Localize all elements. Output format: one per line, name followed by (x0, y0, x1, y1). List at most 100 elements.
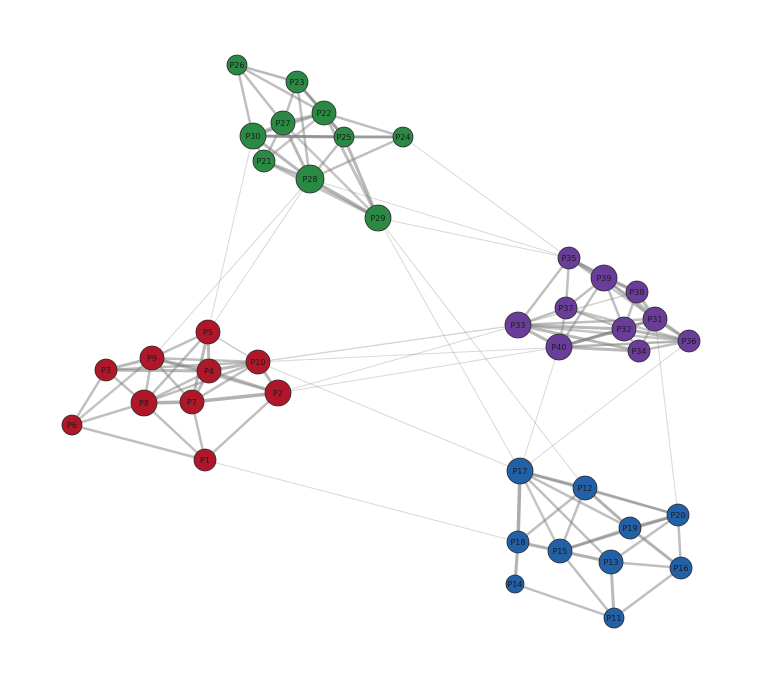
node-circle[interactable] (364, 204, 392, 232)
node-circle[interactable] (625, 280, 649, 304)
node-p22[interactable]: P22 (311, 100, 337, 126)
node-circle[interactable] (196, 358, 222, 384)
node-p30[interactable]: P30 (239, 122, 267, 150)
edge-p22-p24 (322, 111, 405, 139)
edge-p35-p33 (516, 256, 571, 327)
node-p9[interactable]: P9 (139, 345, 165, 371)
node-circle[interactable] (666, 503, 690, 527)
node-circle[interactable] (245, 349, 271, 375)
node-p4[interactable]: P4 (196, 358, 222, 384)
node-circle[interactable] (598, 549, 624, 575)
node-circle[interactable] (677, 329, 701, 353)
node-circle[interactable] (506, 530, 530, 554)
node-p34[interactable]: P34 (627, 339, 651, 363)
edge-p17-p15 (518, 469, 562, 553)
edge-p28-p9 (151, 178, 311, 359)
node-p27[interactable]: P27 (270, 110, 296, 136)
edge-p30-p5 (207, 135, 254, 333)
node-p15[interactable]: P15 (547, 538, 573, 564)
node-circle[interactable] (285, 70, 309, 94)
node-p10[interactable]: P10 (245, 349, 271, 375)
node-circle[interactable] (252, 149, 276, 173)
node-circle[interactable] (333, 126, 355, 148)
edge-p40-p17 (519, 346, 560, 472)
edge-p10-p7 (190, 360, 260, 404)
edge-p22-p29 (322, 111, 380, 220)
edge-p23-p28 (295, 80, 312, 181)
node-circle[interactable] (239, 122, 267, 150)
node-p29[interactable]: P29 (364, 204, 392, 232)
node-p8[interactable]: P8 (130, 389, 158, 417)
node-p25[interactable]: P25 (333, 126, 355, 148)
node-p39[interactable]: P39 (590, 264, 618, 292)
edge-p2-p7 (190, 391, 280, 404)
node-p7[interactable]: P7 (179, 389, 205, 415)
node-circle[interactable] (506, 457, 534, 485)
node-p20[interactable]: P20 (666, 503, 690, 527)
node-p37[interactable]: P37 (554, 296, 578, 320)
node-p11[interactable]: P11 (603, 607, 625, 629)
node-p40[interactable]: P40 (545, 333, 573, 361)
node-p16[interactable]: P16 (669, 556, 693, 580)
node-circle[interactable] (669, 556, 693, 580)
node-p19[interactable]: P19 (618, 516, 642, 540)
node-p5[interactable]: P5 (195, 319, 221, 345)
node-circle[interactable] (504, 311, 532, 339)
node-p26[interactable]: P26 (226, 54, 248, 76)
edge-p12-p20 (583, 486, 680, 517)
edge-layer (70, 63, 691, 620)
node-circle[interactable] (61, 414, 83, 436)
node-circle[interactable] (295, 164, 325, 194)
node-circle[interactable] (94, 358, 118, 382)
node-p35[interactable]: P35 (557, 246, 581, 270)
node-circle[interactable] (547, 538, 573, 564)
node-circle[interactable] (270, 110, 296, 136)
edge-p13-p20 (609, 513, 680, 564)
node-circle[interactable] (603, 607, 625, 629)
node-p12[interactable]: P12 (572, 475, 598, 501)
node-circle[interactable] (130, 389, 158, 417)
node-circle[interactable] (195, 319, 221, 345)
node-circle[interactable] (392, 126, 414, 148)
edge-p16-p11 (612, 566, 683, 620)
node-p17[interactable]: P17 (506, 457, 534, 485)
node-p2[interactable]: P2 (264, 379, 292, 407)
node-circle[interactable] (590, 264, 618, 292)
node-p38[interactable]: P38 (625, 280, 649, 304)
node-circle[interactable] (505, 574, 525, 594)
node-circle[interactable] (627, 339, 651, 363)
node-circle[interactable] (264, 379, 292, 407)
node-p32[interactable]: P32 (611, 316, 637, 342)
node-p6[interactable]: P6 (61, 414, 83, 436)
node-p13[interactable]: P13 (598, 549, 624, 575)
node-circle[interactable] (572, 475, 598, 501)
edge-p17-p13 (518, 469, 613, 564)
edge-p36-p17 (519, 340, 690, 472)
node-circle[interactable] (311, 100, 337, 126)
node-circle[interactable] (545, 333, 573, 361)
node-p21[interactable]: P21 (252, 149, 276, 173)
node-circle[interactable] (226, 54, 248, 76)
node-circle[interactable] (139, 345, 165, 371)
node-p14[interactable]: P14 (505, 574, 525, 594)
node-circle[interactable] (618, 516, 642, 540)
node-p18[interactable]: P18 (506, 530, 530, 554)
node-p1[interactable]: P1 (193, 448, 217, 472)
node-p23[interactable]: P23 (285, 70, 309, 94)
node-p28[interactable]: P28 (295, 164, 325, 194)
edge-p28-p35 (309, 178, 570, 259)
node-circle[interactable] (179, 389, 205, 415)
node-p36[interactable]: P36 (677, 329, 701, 353)
node-p33[interactable]: P33 (504, 311, 532, 339)
node-circle[interactable] (193, 448, 217, 472)
edge-p31-p20 (654, 318, 679, 516)
node-circle[interactable] (557, 246, 581, 270)
node-circle[interactable] (611, 316, 637, 342)
node-circle[interactable] (554, 296, 578, 320)
edge-p10-p8 (142, 360, 260, 405)
node-p3[interactable]: P3 (94, 358, 118, 382)
node-circle[interactable] (642, 306, 668, 332)
edge-p14-p11 (513, 582, 616, 620)
node-p31[interactable]: P31 (642, 306, 668, 332)
node-p24[interactable]: P24 (392, 126, 414, 148)
